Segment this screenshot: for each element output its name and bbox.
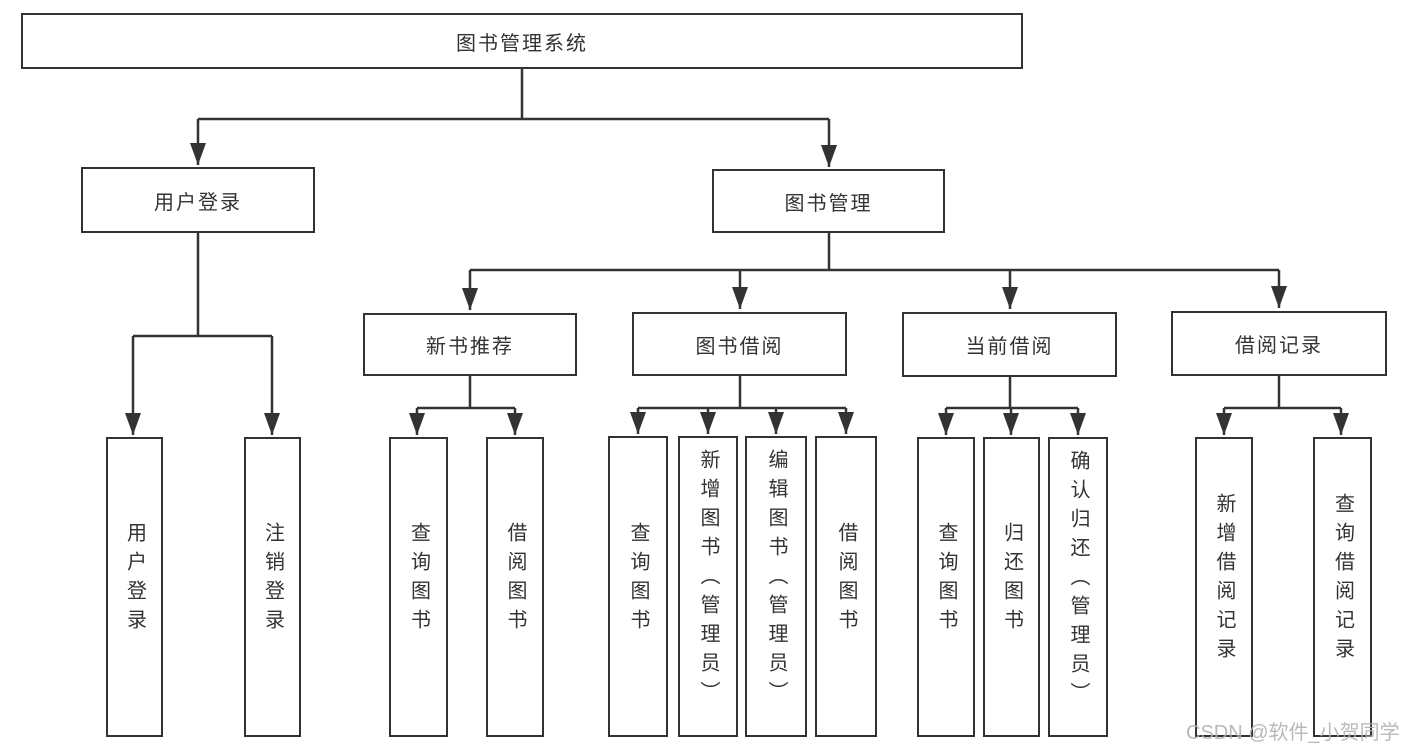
leaf-query-books-2-label: 查询图书 (627, 521, 649, 638)
node-new-book-recommendation-label: 新书推荐 (426, 336, 514, 358)
leaf-add-borrow-record-label: 新增借阅记录 (1213, 493, 1235, 667)
node-book-management: 图书管理 (712, 169, 945, 233)
leaf-query-borrow-record: 查询借阅记录 (1313, 437, 1372, 737)
leaf-borrow-books-2: 借阅图书 (815, 436, 877, 737)
leaf-logout-login: 注销登录 (244, 437, 301, 737)
leaf-borrow-books-2-label: 借阅图书 (835, 521, 857, 638)
leaf-query-books: 查询图书 (389, 437, 448, 737)
leaf-confirm-return-admin-label: 确认归还（管理员） (1067, 449, 1089, 711)
leaf-user-login-label: 用户登录 (123, 522, 146, 638)
node-borrowing-records: 借阅记录 (1171, 311, 1387, 376)
node-book-borrowing: 图书借阅 (632, 312, 847, 376)
node-user-login-label: 用户登录 (154, 191, 242, 214)
leaf-edit-books-admin-label: 编辑图书（管理员） (765, 449, 787, 710)
leaf-return-books-label: 归还图书 (1000, 522, 1023, 638)
node-new-book-recommendation: 新书推荐 (363, 313, 577, 376)
node-book-borrowing-label: 图书借阅 (695, 335, 784, 358)
node-borrowing-records-label: 借阅记录 (1235, 335, 1323, 357)
leaf-query-borrow-record-label: 查询借阅记录 (1331, 493, 1354, 667)
node-current-borrowing-label: 当前借阅 (965, 336, 1054, 358)
node-root-label: 图书管理系统 (456, 32, 588, 55)
leaf-user-login: 用户登录 (106, 437, 163, 737)
leaf-add-books-admin-label: 新增图书（管理员） (697, 449, 719, 710)
leaf-borrow-books: 借阅图书 (486, 437, 544, 737)
leaf-query-books-label: 查询图书 (407, 522, 430, 638)
leaf-return-books: 归还图书 (983, 437, 1040, 737)
node-book-management-label: 图书管理 (784, 192, 873, 215)
leaf-query-books-2: 查询图书 (608, 436, 668, 737)
leaf-query-books-3-label: 查询图书 (935, 522, 957, 638)
leaf-confirm-return-admin: 确认归还（管理员） (1048, 437, 1108, 737)
csdn-watermark: CSDN @软件_小贺同学 (1186, 722, 1400, 744)
node-user-login: 用户登录 (81, 167, 315, 233)
leaf-logout-login-label: 注销登录 (261, 522, 284, 638)
leaf-add-borrow-record: 新增借阅记录 (1195, 437, 1253, 737)
node-current-borrowing: 当前借阅 (902, 312, 1117, 377)
leaf-add-books-admin: 新增图书（管理员） (678, 436, 738, 737)
leaf-edit-books-admin: 编辑图书（管理员） (745, 436, 807, 737)
leaf-borrow-books-label: 借阅图书 (504, 522, 526, 638)
node-root: 图书管理系统 (21, 13, 1023, 69)
leaf-query-books-3: 查询图书 (917, 437, 975, 737)
